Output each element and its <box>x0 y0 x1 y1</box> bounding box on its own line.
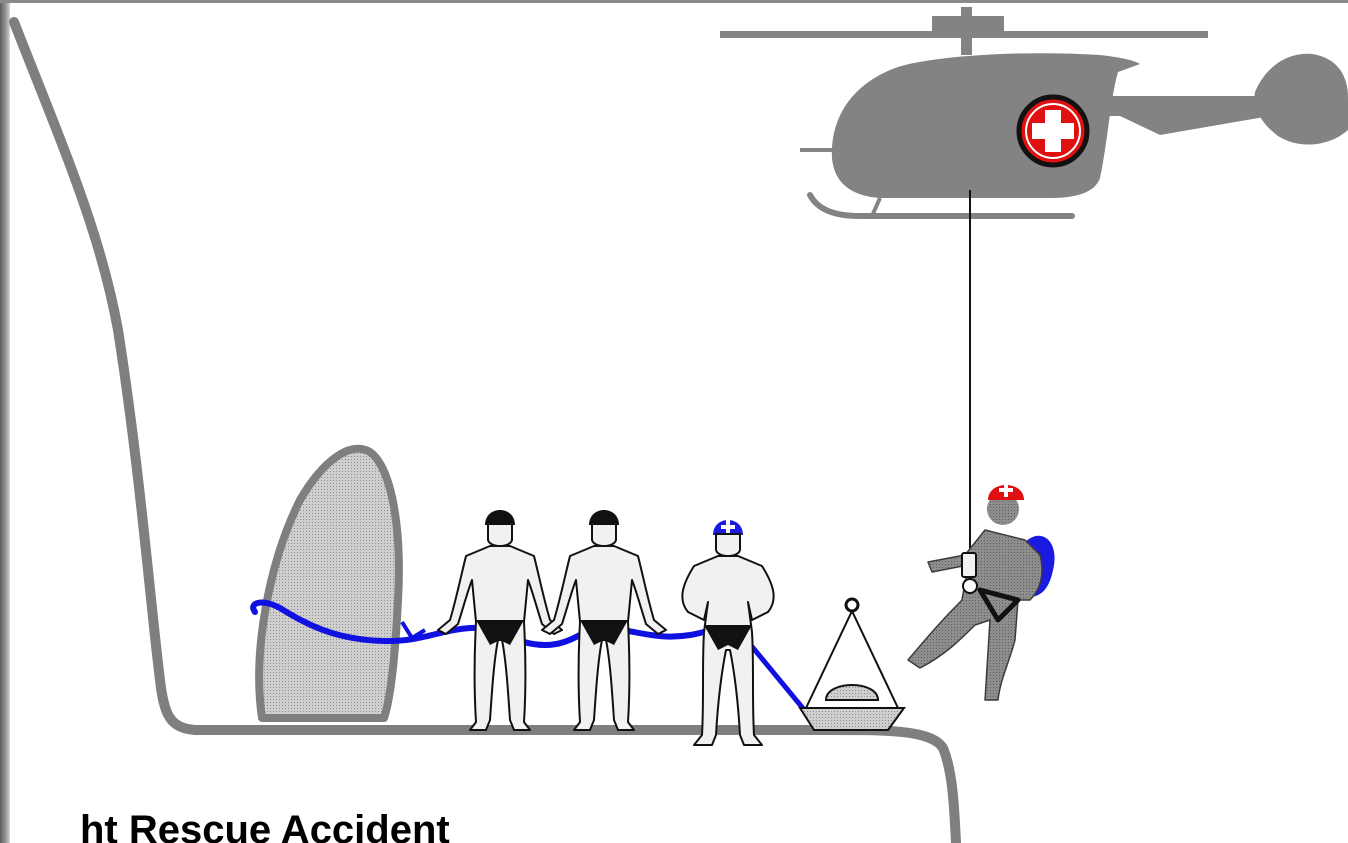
swiss-cross-emblem <box>1019 97 1087 165</box>
rescue-basket <box>800 599 904 730</box>
slide-caption: ht Rescue Accident <box>80 806 450 843</box>
person-1 <box>438 510 562 730</box>
tail-boom-lower <box>1120 116 1270 135</box>
person-3-body <box>682 556 773 745</box>
patient-head <box>826 685 878 700</box>
tail-fin <box>1254 54 1348 145</box>
helicopter <box>720 7 1348 216</box>
fuselage <box>832 53 1140 198</box>
winch-rescuer <box>908 483 1055 700</box>
anchor-block <box>259 449 399 718</box>
person-1-helmet <box>485 510 515 525</box>
tail-boom <box>1100 96 1270 116</box>
skid <box>810 195 1072 216</box>
basket-hook <box>846 599 858 611</box>
winch-device <box>962 553 976 577</box>
carabiner <box>963 579 977 593</box>
person-2 <box>542 510 666 730</box>
basket-body <box>800 708 904 730</box>
person-2-helmet <box>589 510 619 525</box>
rotor-mast <box>961 7 972 55</box>
